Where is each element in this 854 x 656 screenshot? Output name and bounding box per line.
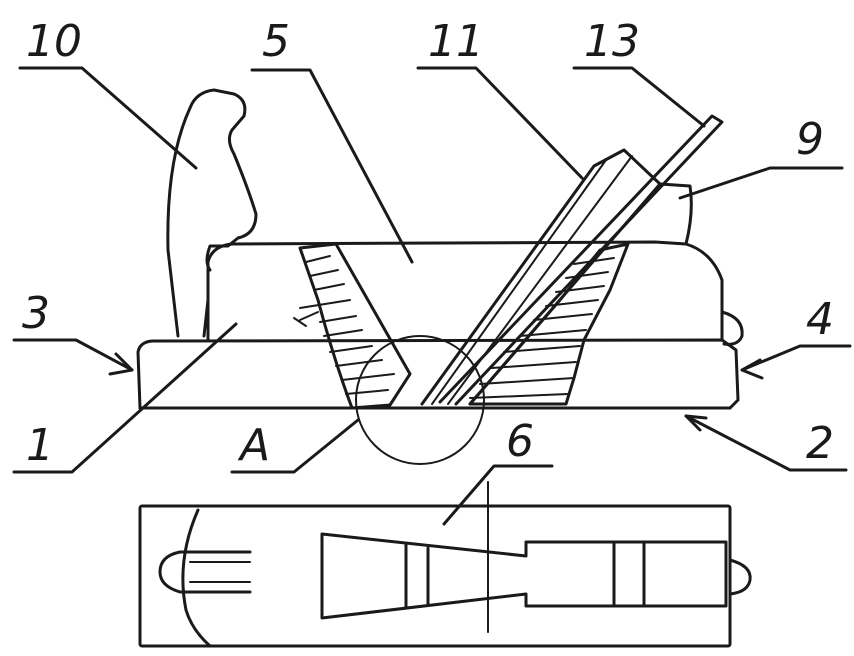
leader-lines	[12, 66, 852, 526]
label-blade: 11	[428, 16, 484, 67]
plane-chipbreaker	[431, 155, 633, 405]
plane-sole-block	[136, 338, 740, 410]
top-view-front-knob	[728, 558, 752, 596]
leader-9	[678, 166, 844, 200]
label-mouth: 6	[506, 416, 534, 467]
label-sole: 2	[806, 418, 834, 469]
top-view-mouth	[320, 532, 728, 620]
leader-1	[12, 322, 238, 474]
leader-a	[230, 418, 360, 474]
detail-circle-a	[355, 335, 485, 465]
top-view-blade-lines	[404, 540, 646, 610]
label-detail: A	[237, 420, 270, 471]
top-view-handle-inner	[189, 561, 251, 583]
plane-wedge-left	[298, 242, 412, 410]
top-view-handle-slot	[158, 550, 252, 594]
leader-4-arrow	[740, 358, 764, 380]
plane-front-knob	[720, 310, 744, 346]
plane-handle	[166, 88, 258, 338]
leader-5	[250, 68, 414, 264]
leader-10	[18, 66, 198, 170]
plane-side-view	[136, 88, 744, 465]
plane-upper-body	[206, 182, 724, 342]
label-rear-end: 3	[22, 288, 50, 339]
leader-2	[684, 414, 848, 472]
leader-3	[12, 338, 134, 372]
plane-blade	[420, 148, 662, 406]
label-handle: 10	[26, 16, 82, 67]
label-body: 1	[26, 420, 54, 471]
leader-13	[572, 66, 706, 128]
plane-top-view	[138, 481, 752, 648]
label-front-horn: 9	[796, 114, 824, 165]
leader-4	[740, 344, 852, 372]
label-screw: 13	[584, 16, 640, 67]
label-wedge: 5	[262, 16, 290, 67]
top-view-rear-curve	[181, 508, 212, 648]
leader-11	[416, 66, 584, 180]
plane-hatching	[293, 255, 615, 399]
part-labels: 10 5 11 13 9 3 4 1 A 2 6	[22, 16, 834, 471]
plane-screw	[438, 114, 724, 406]
top-view-outline	[138, 504, 732, 648]
leader-3-arrow	[108, 352, 134, 376]
leader-6	[442, 464, 554, 526]
leader-2-arrow	[684, 414, 708, 432]
label-front-end: 4	[806, 294, 834, 345]
